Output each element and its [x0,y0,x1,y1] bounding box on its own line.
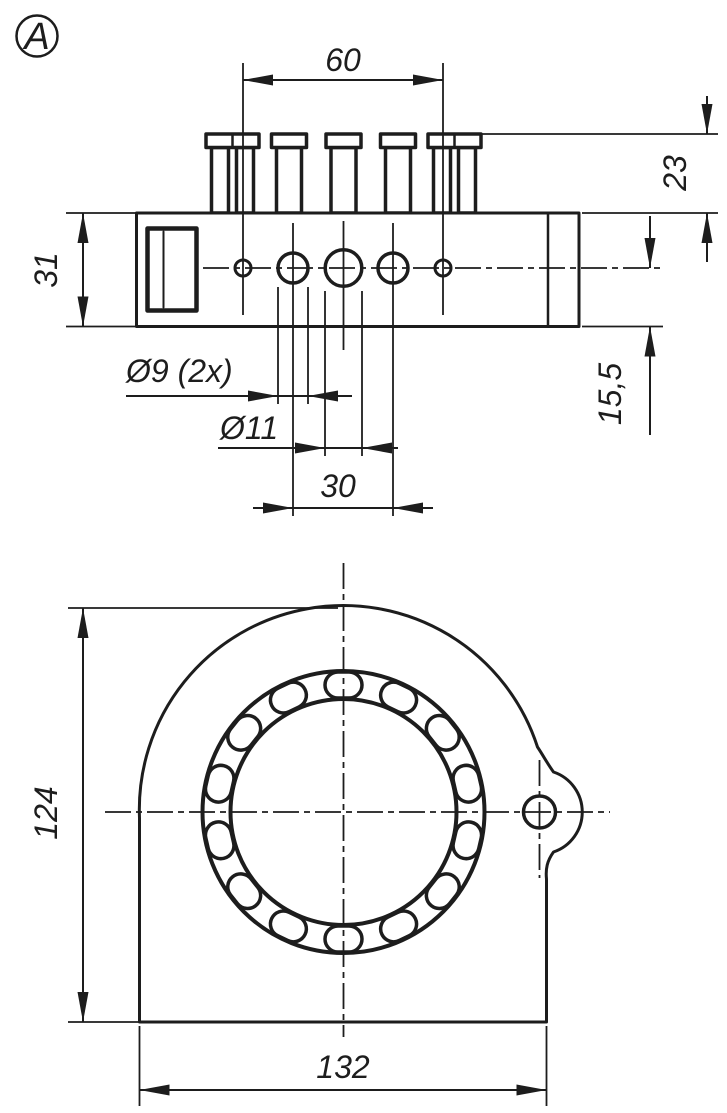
hole-small-right [433,258,453,278]
front-view: 124 132 [28,563,610,1106]
flange-outline [137,604,584,1024]
dim-124: 124 [28,607,338,1023]
dim-o9: Ø9 (2x) [125,353,352,402]
bearing-roller [268,680,309,715]
bearing-roller [378,680,419,715]
dim-o11-label: Ø11 [219,410,278,446]
clamp-body-outline [135,211,581,328]
bearing-rollers [203,670,484,954]
dim-132-label: 132 [316,1049,370,1085]
hole-small-left [233,258,253,278]
dim-23: 23 [482,96,718,262]
slot-block [145,226,199,313]
dim-30-label: 30 [320,468,356,504]
dim-23-label: 23 [657,155,693,192]
dim-60: 60 [243,42,443,86]
dim-15-5: 15,5 [582,216,663,435]
stud-single-3 [378,132,418,215]
stud-single-2 [324,132,363,215]
bearing-roller [203,763,236,804]
hole-o11-center [323,247,364,289]
bearing-roller [451,763,484,804]
dim-31-label: 31 [28,252,64,288]
stud-group-right-pair [426,132,483,215]
stud-single-1 [269,132,309,215]
view-a-balloon: A [15,14,59,58]
bearing-roller [451,820,484,861]
stud-group-left-pair [204,132,261,215]
balloon-circle [15,14,59,58]
dim-60-label: 60 [325,42,361,78]
bearing-roller [268,909,309,944]
dim-132: 132 [138,1026,548,1106]
dim-15-5-label: 15,5 [592,363,628,425]
view-a-label: A [22,16,49,58]
dim-30: 30 [253,468,433,514]
front-view-centerlines [105,563,610,1037]
bearing-roller [424,713,461,752]
dim-o9-label: Ø9 (2x) [125,353,233,389]
bearing-roller [378,909,419,944]
top-view: 60 23 31 15,5 [28,42,718,516]
hole-circles [233,247,453,289]
bearing-roller [226,713,263,752]
bearing-roller [226,872,263,911]
dim-124-label: 124 [28,786,64,839]
bearing-roller [203,820,236,861]
extension-lines [242,63,444,516]
dim-31: 31 [28,212,136,328]
hole-o9-left [276,251,310,285]
bearing-roller [424,872,461,911]
hole-o9-right [376,251,410,285]
dim-o11: Ø11 [218,410,398,454]
